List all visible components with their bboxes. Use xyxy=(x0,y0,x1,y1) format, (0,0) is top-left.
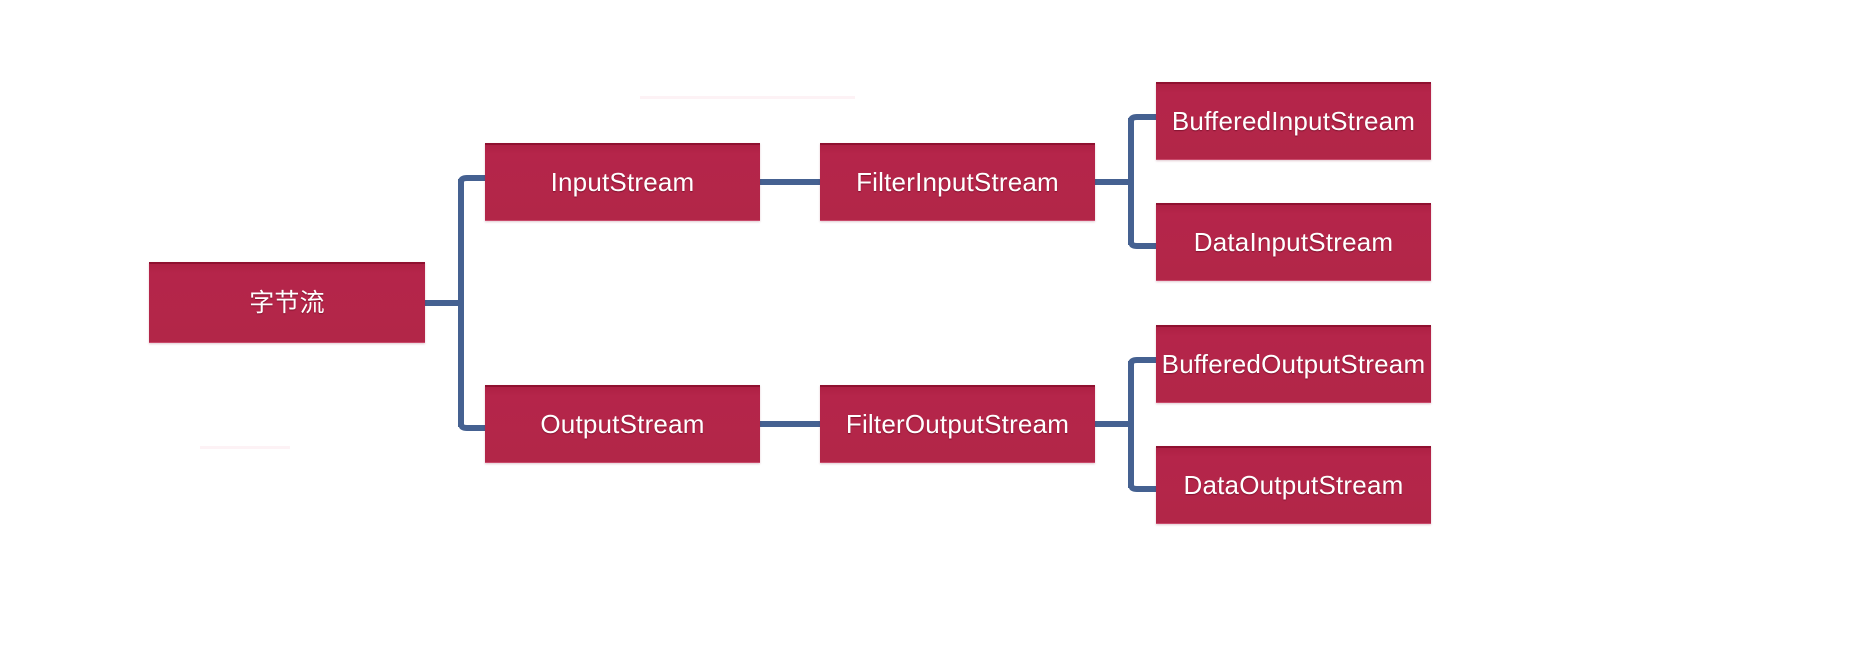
node-buffered-output-stream-label: BufferedOutputStream xyxy=(1161,348,1426,379)
edge-filter-input-to-data-input-stream xyxy=(1127,238,1159,249)
edge-filter-input-to-buffered-input-stream xyxy=(1127,114,1159,125)
node-root-label: 字节流 xyxy=(249,288,325,317)
node-input-stream[interactable]: InputStream xyxy=(485,143,760,221)
node-output-stream[interactable]: OutputStream xyxy=(485,385,760,463)
edge-filter-output-to-buffered-output-stream xyxy=(1127,357,1159,368)
node-filter-output-stream[interactable]: FilterOutputStream xyxy=(820,385,1095,463)
edge-root-to-input-stream xyxy=(457,175,488,186)
node-filter-output-stream-label: FilterOutputStream xyxy=(845,408,1070,439)
node-buffered-input-stream-label: BufferedInputStream xyxy=(1171,105,1416,136)
edge-filter-output-to-data-output-stream xyxy=(1127,481,1159,492)
node-data-output-stream-label: DataOutputStream xyxy=(1183,469,1404,500)
node-buffered-input-stream[interactable]: BufferedInputStream xyxy=(1156,82,1431,160)
node-root[interactable]: 字节流 xyxy=(149,262,425,343)
node-filter-input-stream-label: FilterInputStream xyxy=(856,166,1059,197)
node-data-input-stream[interactable]: DataInputStream xyxy=(1156,203,1431,281)
node-data-input-stream-label: DataInputStream xyxy=(1193,226,1394,257)
node-buffered-output-stream[interactable]: BufferedOutputStream xyxy=(1156,325,1431,403)
node-data-output-stream[interactable]: DataOutputStream xyxy=(1156,446,1431,524)
edge-root-to-output-stream xyxy=(457,420,488,431)
node-output-stream-label: OutputStream xyxy=(540,408,705,439)
node-input-stream-label: InputStream xyxy=(550,166,695,197)
node-filter-input-stream[interactable]: FilterInputStream xyxy=(820,143,1095,221)
